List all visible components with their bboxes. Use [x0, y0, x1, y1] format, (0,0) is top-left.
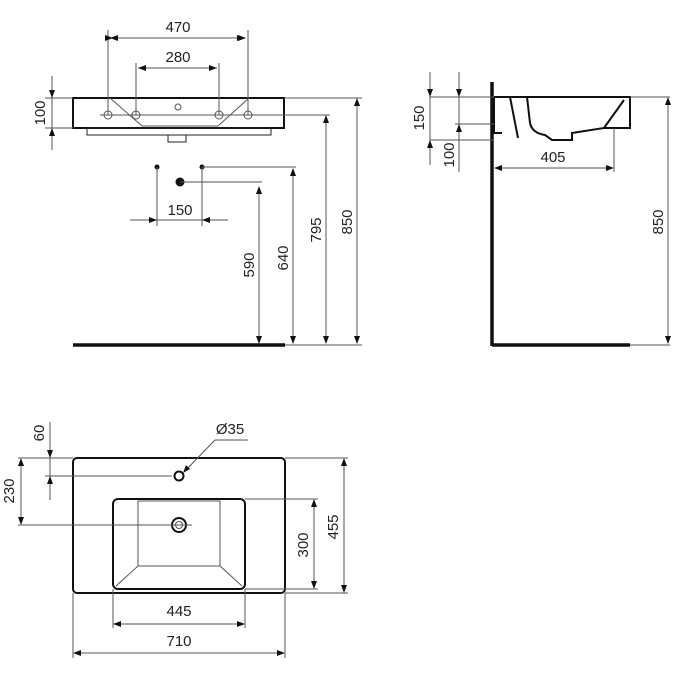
side-view: 150 100 405 850 — [411, 72, 671, 347]
dim-overall-width: 710 — [166, 633, 191, 650]
dim-tap-hole-offset: 60 — [31, 425, 48, 442]
tap-hole-top — [173, 470, 185, 482]
fixing-holes — [100, 103, 330, 120]
dim-bowl-depth: 300 — [295, 532, 312, 557]
dim-supply-height: 640 — [275, 245, 292, 270]
dim-rim-height-side: 850 — [650, 209, 667, 234]
dim-fixing-height: 795 — [308, 217, 325, 242]
dim-fixing-outer: 470 — [165, 19, 190, 36]
basin-side-profile — [493, 96, 631, 134]
bowl-floor — [137, 500, 221, 567]
basin-front-underside — [86, 127, 272, 136]
dim-fixing-inner: 280 — [165, 49, 190, 66]
waste-outlet — [167, 134, 187, 143]
dim-waste-offset: 230 — [1, 478, 18, 503]
dim-depth-top: 150 — [411, 105, 428, 130]
dim-basin-height: 100 — [32, 100, 49, 125]
bowl-outline-top — [112, 498, 246, 590]
dim-rim-height: 850 — [339, 209, 356, 234]
dim-overall-depth: 455 — [325, 514, 342, 539]
dim-waste-spacing: 150 — [167, 202, 192, 219]
dim-tap-hole-diameter: Ø35 — [216, 421, 244, 438]
front-view: 470 280 100 150 590 64 — [32, 19, 362, 347]
tap-hole — [174, 103, 182, 111]
dim-bowl-width: 445 — [166, 603, 191, 620]
bowl-outline — [109, 97, 250, 127]
top-view: Ø35 60 230 300 455 445 — [1, 421, 348, 658]
dim-depth-bottom: 100 — [441, 142, 458, 167]
dim-projection: 405 — [540, 149, 565, 166]
dim-waste-height: 590 — [241, 252, 258, 277]
